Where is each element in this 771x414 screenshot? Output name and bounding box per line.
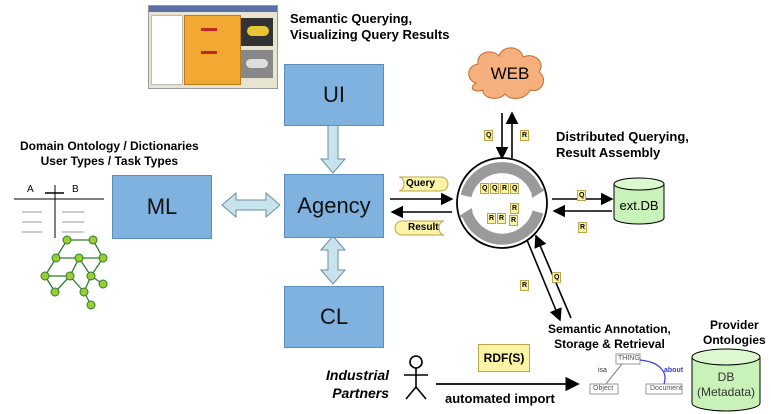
b-label: B (72, 184, 79, 195)
agency-box: Agency (284, 174, 384, 238)
r-tag: R (520, 130, 530, 141)
isa-label: isa (598, 367, 607, 374)
ui-box: UI (284, 64, 384, 126)
industrial-partner-figure (404, 355, 428, 400)
web-cloud (468, 47, 544, 99)
r-tag: R (510, 203, 520, 214)
thing-label: THING (618, 355, 640, 362)
ml-agency-arrow (221, 191, 281, 219)
agency-cl-arrow (319, 235, 347, 285)
query-pill-label: Query (406, 178, 435, 189)
document-label: Document (650, 385, 682, 392)
provider-db-label: DB (Metadata) (696, 370, 756, 399)
automated-import-label: automated import (445, 391, 555, 406)
q-tag: Q (484, 130, 494, 141)
ui-screenshot-thumbnail (148, 5, 278, 89)
r-tag: R (497, 213, 507, 224)
provider-ontologies-label: Provider Ontologies (703, 318, 766, 347)
r-tag: R (487, 213, 497, 224)
q-tag: Q (552, 272, 562, 283)
semantic-querying-label: Semantic Querying, Visualizing Query Res… (290, 11, 450, 42)
q-tag: Q (490, 183, 500, 194)
result-pill (394, 220, 445, 236)
a-label: A (27, 184, 34, 195)
query-pill (398, 176, 449, 192)
about-label: about (664, 367, 684, 374)
ext-db-label: ext.DB (619, 198, 659, 213)
ontology-mini-diagram (589, 353, 683, 395)
web-label: WEB (490, 64, 530, 83)
r-tag: R (520, 280, 530, 291)
q-tag: Q (510, 183, 520, 194)
q-tag: Q (577, 190, 587, 201)
ml-box: ML (112, 175, 212, 239)
distributed-querying-label: Distributed Querying, Result Assembly (556, 129, 689, 160)
annotation-label: Semantic Annotation, Storage & Retrieval (548, 322, 671, 351)
r-tag: R (578, 222, 588, 233)
result-pill-label: Result (408, 222, 439, 233)
industrial-partners-label: Industrial Partners (326, 367, 390, 401)
ext-db-cylinder (613, 177, 665, 225)
domain-ontology-label: Domain Ontology / Dictionaries User Type… (20, 139, 199, 168)
rdf-document: RDF(S) (478, 344, 530, 372)
provider-db-cylinder (691, 348, 761, 412)
domain-ontology-graph (14, 185, 108, 310)
object-label: Object (593, 385, 614, 392)
cl-box: CL (284, 286, 384, 348)
r-tag: R (509, 215, 519, 226)
q-tag: Q (480, 183, 490, 194)
r-tag: R (500, 183, 510, 194)
